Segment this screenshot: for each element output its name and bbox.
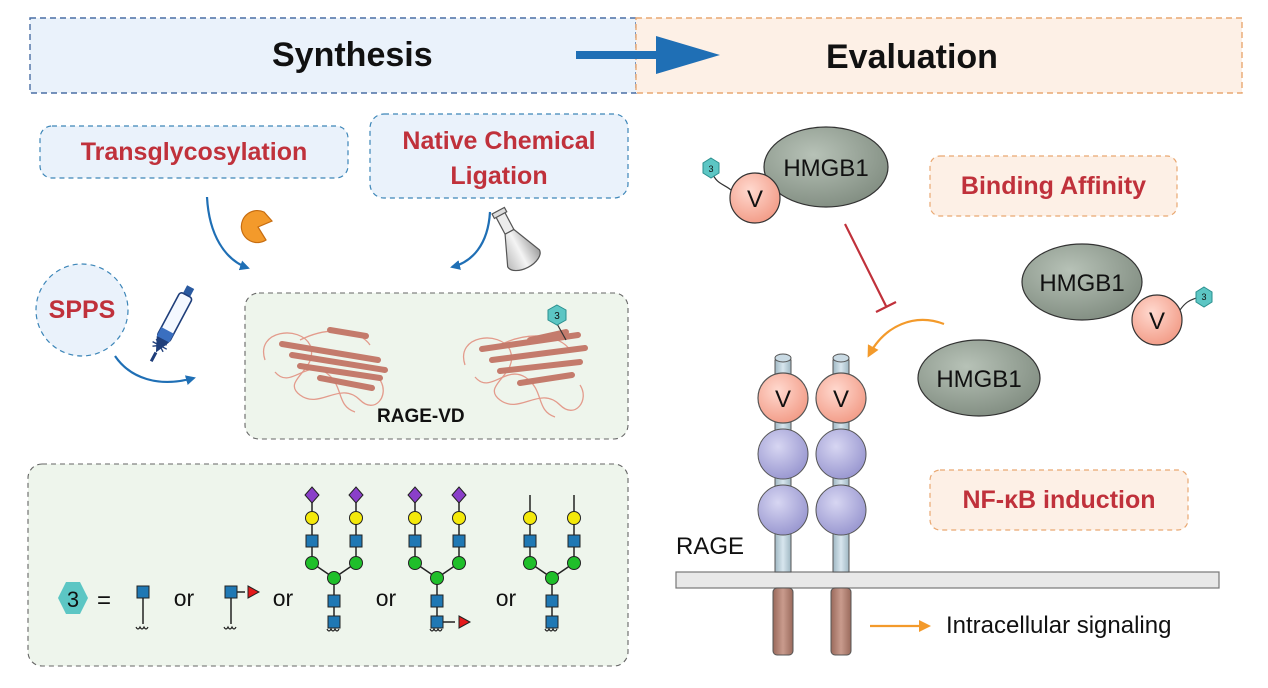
transglycosylation-box: [39, 125, 349, 179]
anchor-wave: [223, 625, 237, 630]
sialic-diamond: [348, 486, 364, 504]
mannose-circle: [305, 556, 319, 570]
cell-membrane: [675, 571, 1220, 589]
hmgb1-label: HMGB1: [783, 155, 868, 182]
v-domain-label: V: [833, 386, 849, 413]
v-domain-label: V: [747, 186, 763, 213]
sialic-diamond: [304, 486, 320, 504]
hmgb1-ellipse-2: [1021, 243, 1143, 321]
arrow-transglycosylation: [205, 196, 250, 271]
glcnac-square: [327, 615, 341, 629]
hmgb1-label: HMGB1: [1039, 270, 1124, 297]
galactose-circle: [452, 511, 466, 525]
glcnac-square: [567, 534, 581, 548]
fucose-triangle: [247, 585, 261, 599]
nfkb-label: NF-κB induction: [962, 486, 1156, 514]
mannose-circle: [408, 556, 422, 570]
or-label: or: [376, 585, 397, 611]
transglycosylation-label: Transglycosylation: [80, 138, 308, 166]
glycan-badge-number: 3: [554, 311, 560, 322]
rage-receptor-1: V: [757, 353, 809, 656]
inhibition-line: [844, 223, 897, 313]
v-domain-complex-2: [1131, 294, 1183, 346]
anchor-wave: [429, 627, 443, 632]
spps-column-icon: [149, 285, 195, 363]
glycan-legend-hexagon: 3: [58, 582, 88, 614]
intracellular-signaling-label: Intracellular signaling: [946, 612, 1172, 639]
enzyme-icon: [240, 209, 274, 244]
mannose-circle: [327, 571, 341, 585]
sialic-diamond: [407, 486, 423, 504]
hmgb1-label: HMGB1: [936, 366, 1021, 393]
glycan-badge-number: 3: [708, 164, 713, 174]
galactose-circle: [305, 511, 319, 525]
glycan-legend-panel: [27, 463, 629, 667]
glcnac-square: [545, 615, 559, 629]
v-domain-complex-1: [729, 172, 781, 224]
glycan-legend-number: 3: [67, 587, 79, 612]
ncl-label-line2: Ligation: [450, 162, 548, 190]
synthesis-title: Synthesis: [272, 36, 433, 74]
equals-sign: =: [97, 587, 111, 614]
v-domain-label: V: [1149, 308, 1165, 335]
protein-structure-left: [262, 327, 388, 413]
glcnac-square: [305, 534, 319, 548]
anchor-wave: [544, 627, 558, 632]
protein-structure-right: [462, 321, 588, 418]
sialic-diamond: [451, 486, 467, 504]
glcnac-square: [327, 594, 341, 608]
rage-vd-label: RAGE-VD: [377, 406, 465, 427]
glcnac-square: [349, 534, 363, 548]
v-domain-label: V: [775, 386, 791, 413]
flask-icon: [491, 206, 541, 272]
arrow-spps: [114, 355, 196, 385]
galactose-circle: [567, 511, 581, 525]
glcnac-square: [224, 585, 238, 599]
mannose-circle: [523, 556, 537, 570]
synthesis-header-panel: [29, 17, 637, 94]
ncl-label-line1: Native Chemical: [402, 127, 596, 155]
galactose-circle: [523, 511, 537, 525]
glcnac-square: [136, 585, 150, 599]
binding-affinity-box: [929, 155, 1178, 217]
evaluation-header-panel: [635, 17, 1243, 94]
header-arrow: [576, 36, 720, 74]
rage-label: RAGE: [676, 533, 745, 560]
mannose-circle: [452, 556, 466, 570]
galactose-circle: [408, 511, 422, 525]
mannose-circle: [545, 571, 559, 585]
spps-label: SPPS: [48, 296, 116, 324]
glcnac-square: [408, 534, 422, 548]
glcnac-square: [430, 594, 444, 608]
hmgb1-ellipse-1: [763, 126, 889, 208]
binding-affinity-label: Binding Affinity: [960, 172, 1147, 200]
or-label: or: [174, 585, 195, 611]
or-label: or: [273, 585, 294, 611]
rage-receptor-2: V: [815, 353, 867, 656]
anchor-wave: [135, 625, 149, 630]
hmgb1-ellipse-3: [917, 339, 1041, 417]
spps-circle: [35, 263, 129, 357]
nfkb-box: [929, 469, 1189, 531]
glcnac-square: [452, 534, 466, 548]
mannose-circle: [349, 556, 363, 570]
glycan-badge-number: 3: [1201, 292, 1206, 302]
glcnac-square: [545, 594, 559, 608]
evaluation-title: Evaluation: [826, 38, 998, 76]
anchor-wave: [326, 627, 340, 632]
mannose-circle: [430, 571, 444, 585]
glcnac-square: [523, 534, 537, 548]
fucose-triangle: [458, 615, 472, 629]
glycan-hexagon-badge: 3: [547, 304, 567, 326]
hmgb1-binding-arrow: [867, 319, 945, 358]
ncl-box: [369, 113, 629, 199]
or-label: or: [496, 585, 517, 611]
glcnac-square: [430, 615, 444, 629]
arrow-ncl: [450, 211, 492, 270]
galactose-circle: [349, 511, 363, 525]
mannose-circle: [567, 556, 581, 570]
